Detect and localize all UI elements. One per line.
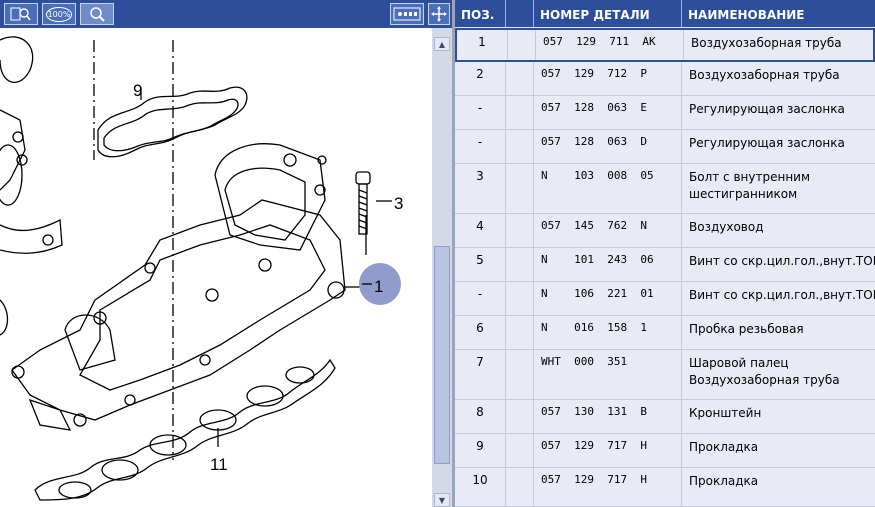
table-row[interactable]: -057 128 063 E Регулирующая заслонка bbox=[455, 96, 875, 130]
row-name: Пробка резьбовая bbox=[689, 322, 804, 336]
table-row[interactable]: 9 057 129 717 H Прокладка bbox=[455, 434, 875, 468]
row-name: Шаровой палец Воздухозаборная труба bbox=[689, 356, 840, 387]
row-name: Кронштейн bbox=[689, 406, 762, 420]
row-name: Регулирующая заслонка bbox=[689, 136, 845, 150]
row-name: Регулирующая заслонка bbox=[689, 102, 845, 116]
callout-9[interactable]: 9 bbox=[133, 81, 142, 100]
scroll-thumb[interactable] bbox=[434, 246, 450, 464]
row-pos: 7 bbox=[455, 350, 506, 399]
row-name: Винт со скр.цил.гол.,внут.TORX bbox=[689, 288, 875, 302]
row-part-number: N 016 158 1 bbox=[534, 316, 682, 349]
zoom-fit-icon bbox=[10, 7, 31, 21]
row-part-number: 057 145 762 N bbox=[534, 214, 682, 247]
row-blank bbox=[506, 96, 534, 129]
scroll-down-button[interactable]: ▼ bbox=[434, 493, 450, 507]
view-mode-button[interactable] bbox=[390, 3, 424, 25]
panel-splitter[interactable] bbox=[452, 0, 455, 507]
move-button[interactable] bbox=[428, 3, 450, 25]
magnifier-icon bbox=[90, 7, 105, 22]
row-blank bbox=[506, 214, 534, 247]
parts-table: ПОЗ. НОМЕР ДЕТАЛИ НАИМЕНОВАНИЕ 1 057 129 … bbox=[455, 0, 875, 507]
row-pos: 8 bbox=[455, 400, 506, 433]
row-pos: 9 bbox=[455, 434, 506, 467]
row-pos: 3 bbox=[455, 164, 506, 213]
zoom-100-button[interactable]: 100% bbox=[42, 3, 76, 25]
row-blank bbox=[506, 130, 534, 163]
zoom-fit-button[interactable] bbox=[4, 3, 38, 25]
row-part-number: 057 130 131 B bbox=[534, 400, 682, 433]
chevron-up-icon: ▲ bbox=[438, 39, 446, 49]
row-pos: - bbox=[455, 96, 506, 129]
row-pos: 2 bbox=[455, 62, 506, 95]
row-blank bbox=[506, 468, 534, 506]
row-blank bbox=[506, 350, 534, 399]
header-name[interactable]: НАИМЕНОВАНИЕ bbox=[688, 8, 805, 22]
row-blank bbox=[506, 316, 534, 349]
row-pos: - bbox=[455, 282, 506, 315]
row-blank bbox=[508, 30, 536, 60]
row-pos: 10 bbox=[455, 468, 506, 506]
diagram-panel: 100% bbox=[0, 0, 452, 507]
zoom-button[interactable] bbox=[80, 3, 114, 25]
callout-highlight bbox=[359, 263, 401, 305]
table-row[interactable]: 8 057 130 131 B Кронштейн bbox=[455, 400, 875, 434]
exploded-parts-diagram[interactable]: 9 3 1 11 bbox=[0, 28, 432, 507]
table-row[interactable]: -057 128 063 D Регулирующая заслонка bbox=[455, 130, 875, 164]
row-blank bbox=[506, 62, 534, 95]
table-row[interactable]: 1 057 129 711 AK Воздухозаборная труба bbox=[455, 28, 875, 62]
row-name: Воздухозаборная труба bbox=[689, 68, 840, 82]
row-part-number: 057 128 063 D bbox=[534, 130, 682, 163]
callout-3[interactable]: 3 bbox=[394, 194, 403, 213]
row-part-number: 057 128 063 E bbox=[534, 96, 682, 129]
callout-11[interactable]: 11 bbox=[210, 455, 228, 474]
row-name: Болт с внутренним шестигранником bbox=[689, 170, 811, 201]
row-blank bbox=[506, 434, 534, 467]
row-name: Прокладка bbox=[689, 440, 759, 454]
header-part-number[interactable]: НОМЕР ДЕТАЛИ bbox=[534, 0, 682, 27]
row-part-number: 057 129 711 AK bbox=[536, 30, 684, 60]
row-pos: 6 bbox=[455, 316, 506, 349]
row-name: Воздуховод bbox=[689, 220, 764, 234]
view-mode-icon bbox=[393, 7, 421, 21]
row-part-number: N 106 221 01 bbox=[534, 282, 682, 315]
table-row[interactable]: 5 N 101 243 06 Винт со скр.цил.гол.,внут.T… bbox=[455, 248, 875, 282]
row-pos: - bbox=[455, 130, 506, 163]
table-header: ПОЗ. НОМЕР ДЕТАЛИ НАИМЕНОВАНИЕ bbox=[455, 0, 875, 27]
diagram-vertical-scrollbar[interactable]: ▲ ▼ bbox=[432, 28, 452, 507]
table-row[interactable]: 2 057 129 712 P Воздухозаборная труба bbox=[455, 62, 875, 96]
table-row[interactable]: -N 106 221 01 Винт со скр.цил.гол.,внут.T… bbox=[455, 282, 875, 316]
diagram-toolbar: 100% bbox=[0, 0, 452, 28]
callout-1[interactable]: 1 bbox=[374, 277, 383, 296]
scroll-up-button[interactable]: ▲ bbox=[434, 37, 450, 51]
table-row[interactable]: 10 057 129 717 H Прокладка bbox=[455, 468, 875, 507]
row-name: Винт со скр.цил.гол.,внут.TORX bbox=[689, 254, 875, 268]
header-pos[interactable]: ПОЗ. bbox=[455, 0, 506, 27]
chevron-down-icon: ▼ bbox=[438, 495, 446, 505]
move-arrows-icon bbox=[431, 6, 447, 22]
parts-diagram-drawing: 9 3 1 11 bbox=[0, 36, 403, 501]
row-pos: 1 bbox=[457, 30, 508, 60]
row-part-number: WHT 000 351 bbox=[534, 350, 682, 399]
row-part-number: N 103 008 05 bbox=[534, 164, 682, 213]
row-pos: 4 bbox=[455, 214, 506, 247]
row-part-number: 057 129 717 H bbox=[534, 468, 682, 506]
row-name: Воздухозаборная труба bbox=[691, 36, 842, 50]
row-blank bbox=[506, 400, 534, 433]
row-blank bbox=[506, 164, 534, 213]
row-name: Прокладка bbox=[689, 474, 759, 488]
row-pos: 5 bbox=[455, 248, 506, 281]
table-row[interactable]: 6 N 016 158 1 Пробка резьбовая bbox=[455, 316, 875, 350]
row-blank bbox=[506, 282, 534, 315]
row-part-number: 057 129 717 H bbox=[534, 434, 682, 467]
header-blank[interactable] bbox=[506, 0, 534, 27]
table-row[interactable]: 4 057 145 762 N Воздуховод bbox=[455, 214, 875, 248]
row-part-number: N 101 243 06 bbox=[534, 248, 682, 281]
row-blank bbox=[506, 248, 534, 281]
row-part-number: 057 129 712 P bbox=[534, 62, 682, 95]
zoom-100-label: 100% bbox=[45, 6, 73, 22]
